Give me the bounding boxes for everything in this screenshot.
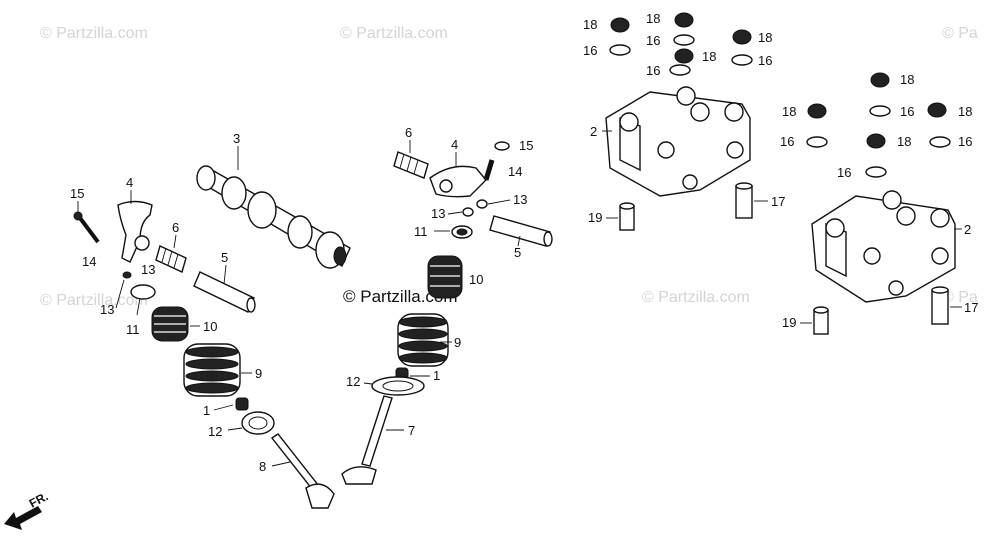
callout-15-right: 15 (519, 138, 533, 153)
callout-16-a: 16 (583, 43, 597, 58)
callout-4-right: 4 (451, 137, 458, 152)
valve-spring-inner-left (151, 306, 189, 342)
valve-cotter-right-a (476, 199, 488, 209)
adjusting-screw-left (73, 211, 100, 244)
callout-17-upper: 17 (771, 194, 785, 209)
callout-17-lower: 17 (964, 300, 978, 315)
callout-14-left: 14 (82, 254, 96, 269)
callout-16-c: 16 (646, 63, 660, 78)
callout-3: 3 (233, 131, 240, 146)
watermark-top-center: © Partzilla.com (340, 25, 448, 42)
valve-caps-upper (609, 12, 753, 76)
callout-13-right-a: 13 (513, 192, 527, 207)
callout-5-left: 5 (221, 250, 228, 265)
callout-16-h: 16 (837, 165, 851, 180)
rocker-arm-spring-left (155, 245, 187, 273)
valve-spring-inner-right (427, 255, 463, 299)
callout-6-left: 6 (172, 220, 179, 235)
callout-11-left: 11 (126, 322, 140, 337)
callout-10-left: 10 (203, 319, 217, 334)
rocker-arm-spring-right (393, 151, 429, 179)
callout-13-left-b: 13 (100, 302, 114, 317)
exhaust-valve (270, 433, 335, 509)
callout-18-c: 18 (702, 49, 716, 64)
valve-cotter-left-a (122, 271, 132, 279)
valve-caps-right (806, 72, 951, 178)
rocker-arm-holder-lower (811, 190, 956, 303)
callout-18-g: 18 (958, 104, 972, 119)
callout-12-right: 12 (346, 374, 360, 389)
callout-1-left: 1 (203, 403, 210, 418)
rocker-shaft-left (193, 271, 256, 313)
callout-18-h: 18 (897, 134, 911, 149)
callout-9-right: 9 (454, 335, 461, 350)
watermark-mid-right: © Partzilla.com (642, 289, 750, 306)
callout-18-a: 18 (583, 17, 597, 32)
callout-12-left: 12 (208, 424, 222, 439)
callout-15-left: 15 (70, 186, 84, 201)
watermark-top-left: © Partzilla.com (40, 25, 148, 42)
valve-stem-seal-left (235, 397, 249, 411)
intake-valve (341, 395, 393, 485)
callout-13-right-b: 13 (431, 206, 445, 221)
callout-19-lower: 19 (782, 315, 796, 330)
callout-18-f: 18 (782, 104, 796, 119)
callout-19-upper: 19 (588, 210, 602, 225)
callout-10-right: 10 (469, 272, 483, 287)
callout-1-right: 1 (433, 368, 440, 383)
callout-18-e: 18 (900, 72, 914, 87)
valve-spring-outer-right (397, 313, 449, 367)
callout-14-right: 14 (508, 164, 522, 179)
callout-2-lower: 2 (964, 222, 971, 237)
valve-cotter-right-b (462, 207, 474, 217)
rocker-arm-holder-upper (605, 86, 751, 197)
dowel-pin-lower (931, 286, 949, 325)
callout-5-right: 5 (514, 245, 521, 260)
callout-13-left-a: 13 (141, 262, 155, 277)
callout-4-left: 4 (126, 175, 133, 190)
callout-6-right: 6 (405, 125, 412, 140)
callout-16-f: 16 (780, 134, 794, 149)
front-direction-arrow: FR. (4, 489, 50, 530)
watermark-mid-right-cut: © Pa (942, 289, 978, 306)
dowel-pin-upper (735, 182, 753, 219)
direction-label: FR. (27, 489, 51, 510)
callout-2-upper: 2 (590, 124, 597, 139)
camshaft (196, 165, 351, 269)
callout-16-d: 16 (758, 53, 772, 68)
callout-11-right: 11 (414, 224, 428, 239)
dowel-pin-19-upper (619, 202, 635, 231)
rocker-arm-left (117, 200, 153, 263)
callout-8: 8 (259, 459, 266, 474)
callout-16-b: 16 (646, 33, 660, 48)
watermark-mid-left: © Partzilla.com (40, 292, 148, 309)
rocker-shaft-right (489, 215, 553, 247)
callout-7: 7 (408, 423, 415, 438)
dowel-pin-19-lower (813, 306, 829, 335)
callout-16-e: 16 (900, 104, 914, 119)
callout-9-left: 9 (255, 366, 262, 381)
rocker-arm-right (429, 165, 487, 198)
spring-retainer-left (130, 284, 156, 300)
valve-spring-outer-left (183, 343, 241, 397)
watermark-top-right: © Pa (942, 25, 978, 42)
adjusting-screw-right (483, 159, 495, 181)
adjusting-screw-cap-right (494, 141, 510, 151)
callout-18-d: 18 (758, 30, 772, 45)
callout-18-b: 18 (646, 11, 660, 26)
callout-16-g: 16 (958, 134, 972, 149)
